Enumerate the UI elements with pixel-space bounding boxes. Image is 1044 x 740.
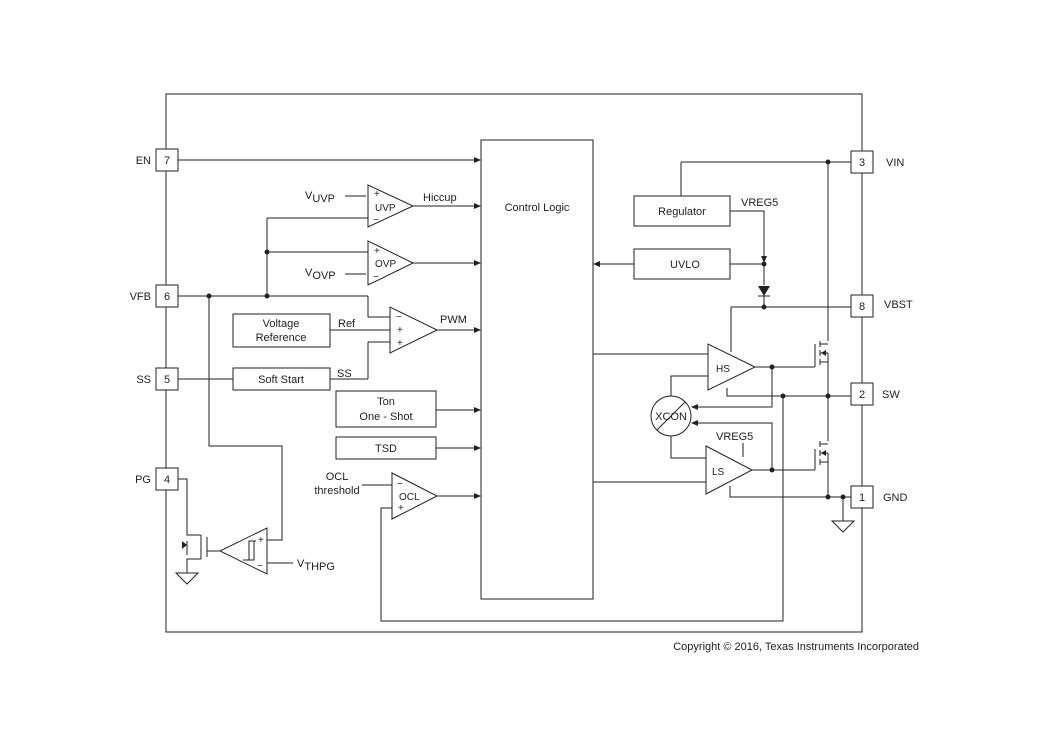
pwm-minus-sign: − <box>396 312 402 323</box>
hs-comparator <box>707 343 757 391</box>
pin-vbst: 8 VBST <box>850 294 913 318</box>
pwm-label: PWM <box>440 314 467 326</box>
pin-en: 7 EN <box>136 148 179 172</box>
pin-pg-label: PG <box>135 474 151 486</box>
pin-ss: 5 SS <box>136 367 179 391</box>
pin-en-label: EN <box>136 155 151 167</box>
uvp-comparator <box>367 184 415 228</box>
pwm-plus-sign-2: + <box>397 338 403 349</box>
ocl-plus-sign: + <box>398 503 404 514</box>
ocl-comparator <box>391 472 439 520</box>
pin-vbst-number: 8 <box>859 301 865 313</box>
uvp-plus-sign: + <box>374 189 380 200</box>
pin-en-number: 7 <box>164 155 170 167</box>
pin-sw-number: 2 <box>859 389 865 401</box>
pg-minus-sign: − <box>257 561 263 572</box>
arrow-icon <box>691 404 698 410</box>
ovp-plus-sign: + <box>374 246 380 257</box>
uvlo-label: UVLO <box>670 259 700 271</box>
vreg5-top-label: VREG5 <box>741 197 778 209</box>
uvp-label: UVP <box>375 203 396 214</box>
pin-ss-number: 5 <box>164 374 170 386</box>
pin-vfb-number: 6 <box>164 291 170 303</box>
copyright-text: Copyright © 2016, Texas Instruments Inco… <box>673 641 919 653</box>
arrow-icon <box>691 420 698 426</box>
ground-icon <box>174 572 200 585</box>
hiccup-label: Hiccup <box>423 192 457 204</box>
pin-pg: 4 PG <box>135 467 179 491</box>
regulator-block <box>633 195 731 227</box>
ocl-label: OCL <box>399 492 420 503</box>
ocl-minus-sign: − <box>397 479 403 490</box>
control-logic-label: Control Logic <box>505 202 570 214</box>
ton-one-shot-block <box>335 390 437 428</box>
arrow-icon <box>593 261 600 267</box>
arrow-icon <box>182 541 187 549</box>
pin-vin-number: 3 <box>859 157 865 169</box>
uvlo-block <box>633 248 731 280</box>
pin-gnd-number: 1 <box>859 492 865 504</box>
arrow-icon <box>821 350 826 356</box>
arrow-icon <box>474 445 481 451</box>
ref-label: Ref <box>338 318 356 330</box>
ls-label: LS <box>712 467 725 478</box>
pin-ss-label: SS <box>136 374 151 386</box>
hs-label: HS <box>716 364 730 375</box>
junction-dot <box>825 494 831 500</box>
vuvp-label: VUVP <box>305 190 335 205</box>
arrow-icon <box>474 407 481 413</box>
control-logic-block <box>480 139 594 600</box>
ovp-label: OVP <box>375 259 396 270</box>
arrow-icon <box>474 493 481 499</box>
pwm-plus-sign-1: + <box>397 325 403 336</box>
pin-vfb-label: VFB <box>130 291 151 303</box>
pin-sw-label: SW <box>882 389 900 401</box>
pg-plus-sign: + <box>258 535 264 546</box>
tsd-label: TSD <box>375 443 397 455</box>
arrow-icon <box>474 327 481 333</box>
arrow-icon <box>474 260 481 266</box>
pg-comparator <box>218 527 268 575</box>
pin-sw: 2 SW <box>850 382 900 406</box>
uvp-minus-sign: − <box>373 215 379 226</box>
voltage-reference-block <box>232 313 331 348</box>
xcon-label: XCON <box>655 411 687 423</box>
arrow-icon <box>474 157 481 163</box>
hysteresis-icon <box>243 540 256 561</box>
ss-signal-label: SS <box>337 368 352 380</box>
arrow-icon <box>474 203 481 209</box>
junction-dot <box>780 393 786 399</box>
pin-vin-label: VIN <box>886 157 904 169</box>
ovp-minus-sign: − <box>373 272 379 283</box>
ground-icon <box>830 520 856 533</box>
pin-pg-number: 4 <box>164 474 170 486</box>
pin-gnd: 1 GND <box>850 485 908 509</box>
vovp-label: VOVP <box>305 267 336 282</box>
junction-dot <box>264 249 270 255</box>
vthpg-label: VTHPG <box>297 558 335 573</box>
regulator-label: Regulator <box>658 206 706 218</box>
ls-comparator <box>705 445 754 495</box>
vreg5-ls-label: VREG5 <box>716 431 753 443</box>
diode-icon <box>758 286 770 296</box>
pin-vbst-label: VBST <box>884 299 913 311</box>
arrow-icon <box>821 450 826 456</box>
soft-start-label: Soft Start <box>258 374 304 386</box>
ovp-comparator <box>367 240 415 286</box>
pin-gnd-label: GND <box>883 492 908 504</box>
junction-dot <box>264 293 270 299</box>
pin-vin: 3 VIN <box>850 150 904 174</box>
arrow-icon <box>761 256 767 263</box>
chip-outline <box>165 93 863 633</box>
pin-vfb: 6 VFB <box>130 284 179 308</box>
